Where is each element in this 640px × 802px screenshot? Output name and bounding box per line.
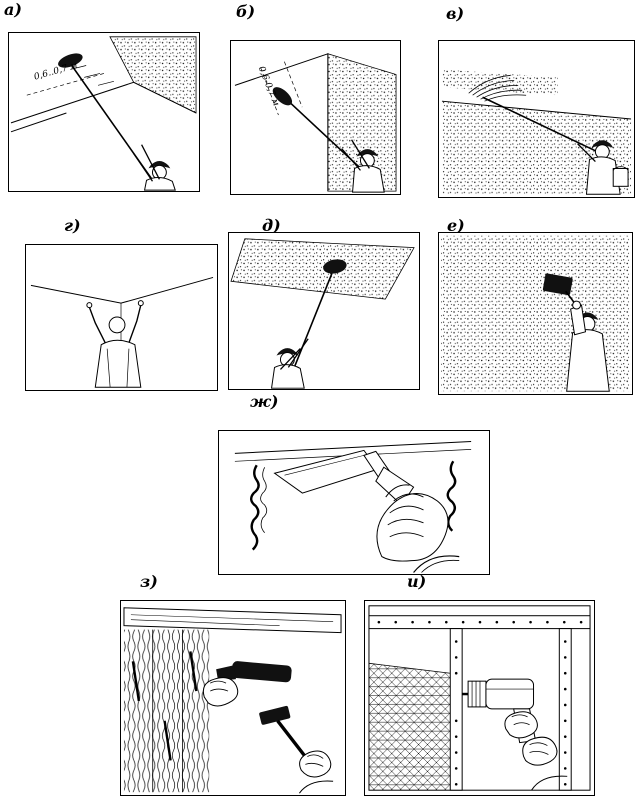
panel-v xyxy=(438,40,635,198)
top-board xyxy=(123,607,342,634)
worker-figure xyxy=(341,139,385,193)
panel-v-label: в) xyxy=(446,4,465,23)
panel-zh xyxy=(218,430,490,575)
left-hand xyxy=(202,677,239,707)
right-hand xyxy=(522,736,568,791)
panel-a: 0,6..0,7 м xyxy=(8,32,200,192)
panel-a-label: а) xyxy=(4,0,22,19)
panel-z xyxy=(120,600,346,796)
nail-set-tool xyxy=(231,661,292,683)
sleeve-cuff xyxy=(413,555,460,573)
stippled-wall xyxy=(441,101,632,195)
bucket xyxy=(612,167,629,187)
panel-e-label: е) xyxy=(447,216,465,235)
panel-d xyxy=(228,232,420,390)
wood-sheathing-nailing-illustration xyxy=(123,607,342,794)
wall-crack-left xyxy=(250,464,260,551)
dimension-lines xyxy=(260,61,303,116)
ceiling-brushing-illustration xyxy=(10,36,197,191)
ceiling-round-brush-illustration xyxy=(230,238,415,389)
panel-g-label: г) xyxy=(64,216,81,235)
ceiling-scraping-illustration xyxy=(441,69,632,195)
panel-b: 0,6-0,7 м xyxy=(230,40,401,195)
worker-figure xyxy=(133,144,176,191)
panel-e xyxy=(438,232,633,395)
panel-i-label: и) xyxy=(407,572,427,591)
center-rail xyxy=(449,628,463,791)
wall-edge xyxy=(441,100,632,120)
sleeve-cuff xyxy=(299,780,334,794)
stippled-wall xyxy=(109,36,197,114)
float-tool xyxy=(542,273,573,296)
brush-strokes xyxy=(70,65,114,86)
grain-streaks xyxy=(131,651,198,761)
plank-wall xyxy=(123,629,210,793)
stippled-ceiling xyxy=(230,238,415,300)
worker-figure xyxy=(270,338,309,389)
ceiling-edges xyxy=(10,81,197,133)
brush-head xyxy=(58,53,83,68)
worker-figure xyxy=(86,300,144,388)
putty-knife xyxy=(273,449,415,506)
panel-d-label: д) xyxy=(262,216,281,235)
panel-zh-label: ж) xyxy=(250,392,279,411)
wall-crack-right xyxy=(446,460,457,532)
panel-b-label: б) xyxy=(236,2,256,21)
crack-echo-line xyxy=(260,467,268,534)
panel-drilling-illustration xyxy=(368,605,591,791)
right-hand xyxy=(299,750,334,794)
panel-g xyxy=(25,244,218,391)
worker-figure xyxy=(566,300,610,392)
round-brush-head xyxy=(323,259,347,274)
brush-pole xyxy=(291,273,333,373)
hand xyxy=(376,484,449,562)
wall-float-illustration xyxy=(440,235,631,392)
scraper-pole xyxy=(482,96,600,154)
left-hand xyxy=(504,711,538,739)
wall-brushing-illustration xyxy=(234,53,397,193)
ceiling-hand-smoothing-illustration xyxy=(30,276,214,388)
panel-z-label: з) xyxy=(140,572,158,591)
top-rail xyxy=(368,615,591,630)
wall-corner xyxy=(234,53,329,192)
crack-filling-illustration xyxy=(234,440,472,573)
mesh-edge xyxy=(368,662,451,674)
brush-head xyxy=(272,87,293,106)
insulation-mesh xyxy=(368,663,451,791)
panel-i xyxy=(364,600,595,796)
right-rail xyxy=(558,628,572,791)
sleeve-cuff xyxy=(531,775,568,791)
tool-nose xyxy=(216,665,236,682)
worker-figure xyxy=(577,140,629,195)
